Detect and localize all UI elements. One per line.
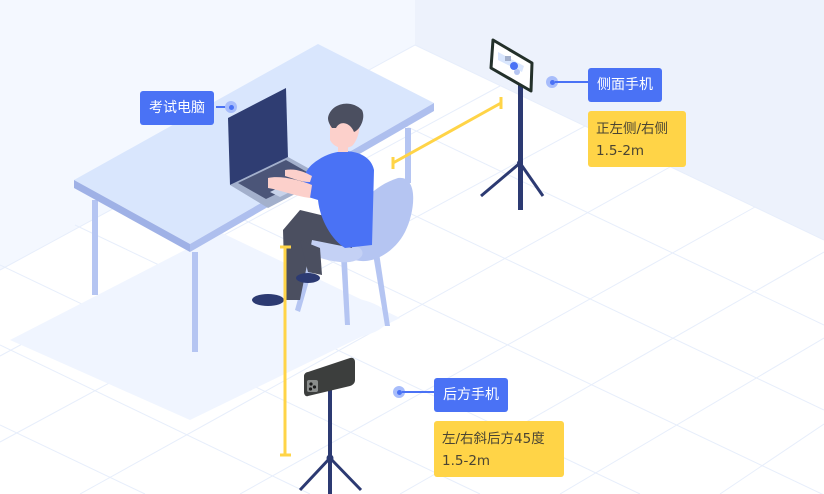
camera-module-icon xyxy=(307,380,318,392)
side-distance-line xyxy=(391,97,503,169)
rear-phone-label: 后方手机 xyxy=(434,378,508,412)
computer-anchor-dot xyxy=(225,101,237,113)
rear-phone-anchor-dot xyxy=(393,386,405,398)
rear-phone-note: 左/右斜后方45度 1.5-2m xyxy=(434,421,564,477)
side-phone-position: 正左侧/右侧 xyxy=(596,121,669,137)
computer-label-connector xyxy=(216,106,228,108)
tripod-pole xyxy=(518,84,523,210)
tripod-pole xyxy=(328,385,332,494)
rear-distance-line xyxy=(280,245,291,457)
shoe xyxy=(252,294,284,306)
shirt xyxy=(303,151,374,248)
rear-phone-tripod xyxy=(298,357,363,494)
side-phone-distance: 1.5-2m xyxy=(596,143,645,159)
side-phone-label-connector xyxy=(555,81,589,83)
side-phone-tripod xyxy=(480,38,545,210)
side-phone-note: 正左侧/右侧 1.5-2m xyxy=(588,111,686,167)
desk-leg xyxy=(92,200,98,295)
hair xyxy=(328,103,364,132)
laptop-screen xyxy=(228,88,288,185)
side-phone-label: 侧面手机 xyxy=(588,68,662,102)
computer-label: 考试电脑 xyxy=(140,91,214,125)
rear-phone-label-connector xyxy=(402,391,436,393)
rear-phone-position: 左/右斜后方45度 xyxy=(442,431,545,447)
person xyxy=(252,103,374,306)
side-phone-anchor-dot xyxy=(546,76,558,88)
rear-phone-distance: 1.5-2m xyxy=(442,453,491,469)
